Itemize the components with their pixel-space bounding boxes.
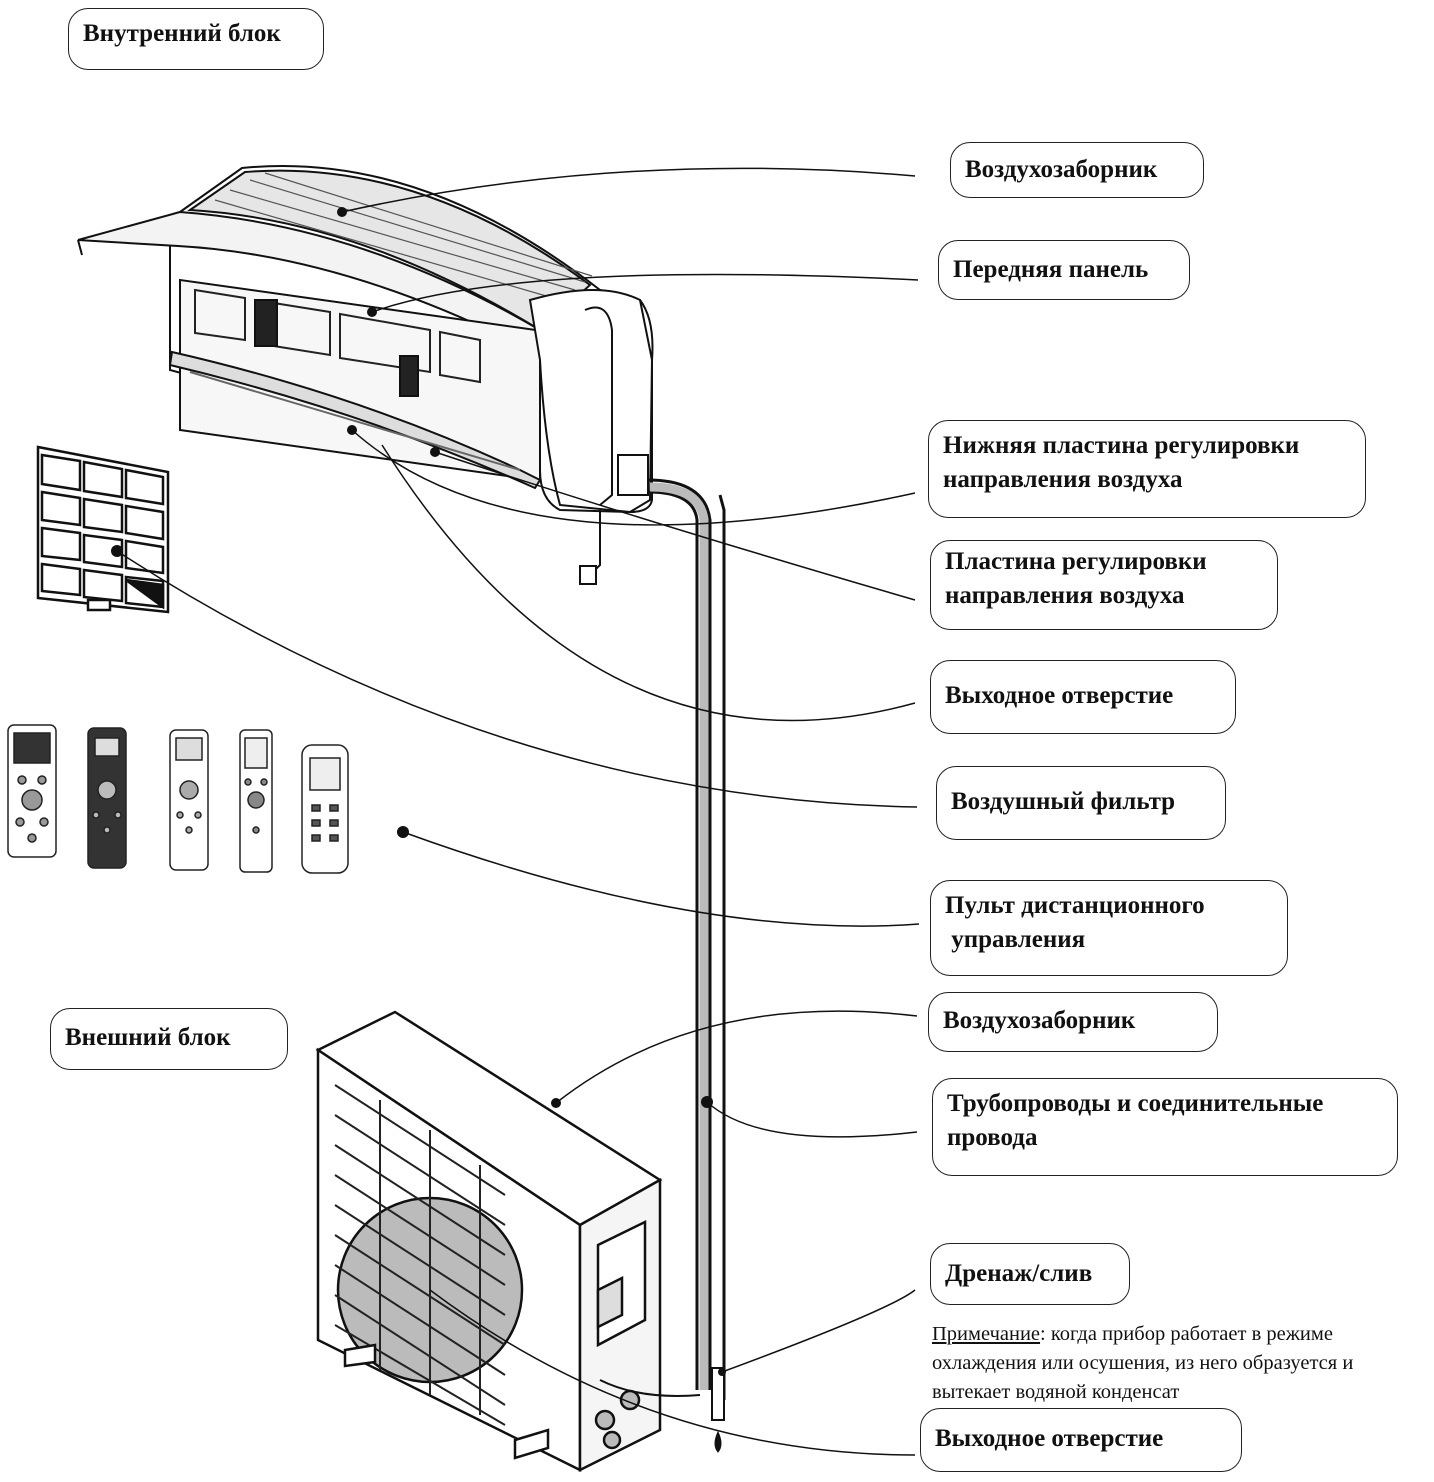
leader-dots: [111, 207, 726, 1376]
label-outdoor-unit: Внешний блок: [50, 1008, 288, 1070]
outdoor-unit-drawing: [315, 1010, 701, 1473]
label-remote-control: Пульт дистанционного управления: [930, 880, 1288, 976]
air-filter-drawing: [36, 445, 170, 614]
condensate-note: Примечание: когда прибор работает в режи…: [932, 1323, 1354, 1403]
label-air-filter: Воздушный фильтр: [936, 766, 1226, 840]
label-air-intake-indoor: Воздухозаборник: [950, 142, 1204, 198]
label-drain: Дренаж/слив: [930, 1243, 1130, 1305]
leader-lines: [116, 167, 920, 1456]
label-indoor-unit: Внутренний блок: [68, 8, 324, 70]
label-front-panel: Передняя панель: [938, 240, 1190, 300]
remote-controls-drawing: [7, 724, 349, 874]
label-air-outlet-outdoor: Выходное отверстие: [920, 1408, 1242, 1472]
indoor-unit-drawing: [77, 164, 654, 585]
piping-drawing: [647, 478, 726, 1453]
label-air-intake-outdoor: Воздухозаборник: [928, 992, 1218, 1052]
label-air-outlet-indoor: Выходное отверстие: [930, 660, 1236, 734]
